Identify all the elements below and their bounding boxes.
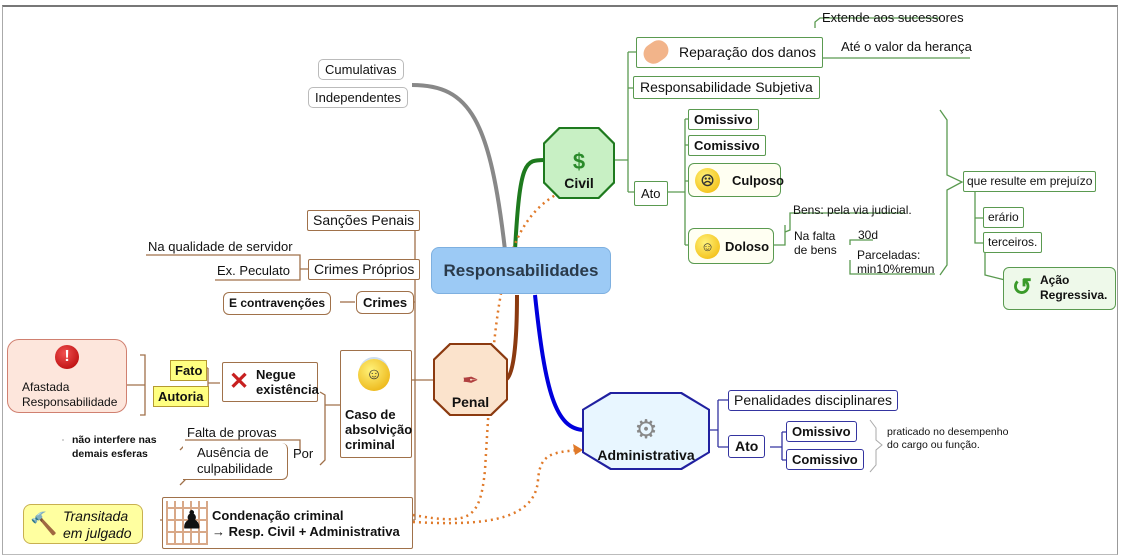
ausencia-line1: Ausência de — [197, 445, 269, 460]
leaf-ex-peculato: Ex. Peculato — [217, 263, 290, 278]
node-independentes[interactable]: Independentes — [308, 87, 409, 108]
node-sancoes-penais[interactable]: Sanções Penais — [307, 210, 421, 231]
leaf-bens-via-judicial: Bens: pela via judicial. — [793, 203, 912, 217]
central-topic-label: Responsabilidades — [443, 261, 599, 280]
leaf-ate-valor-heranca: Até o valor da herança — [841, 39, 972, 54]
acao-line1: Ação — [1040, 273, 1070, 287]
node-que-resulte-prejuizo[interactable]: que resulte em prejuízo — [963, 171, 1097, 192]
node-administrativa-label: Administrativa — [597, 447, 695, 463]
dotted-adm — [412, 448, 581, 525]
prisoner-bars-icon — [166, 501, 208, 545]
undo-arrow-icon: ↺ — [1012, 274, 1033, 301]
node-doloso-label: Doloso — [725, 239, 770, 254]
na-falta-line2: de bens — [794, 243, 837, 257]
absolvicao-line1: Caso de — [345, 407, 396, 422]
node-civil-inner[interactable]: $ Civil — [545, 129, 613, 197]
node-crimes[interactable]: Crimes — [356, 291, 415, 314]
node-fato[interactable]: Fato — [170, 360, 208, 381]
node-terceiros[interactable]: terceiros. — [983, 232, 1043, 253]
node-adm-ato[interactable]: Ato — [728, 435, 766, 458]
gavel-icon: 🔨 — [30, 511, 58, 536]
bandage-icon — [639, 36, 673, 68]
node-reparacao-label: Reparação dos danos — [679, 44, 816, 60]
transitada-line1: Transitada — [63, 508, 129, 524]
branch-independence — [411, 83, 507, 251]
leaf-falta-provas: Falta de provas — [187, 425, 277, 440]
condenacao-line1: Condenação criminal — [212, 508, 344, 523]
node-adm-comissivo[interactable]: Comissivo — [786, 449, 864, 470]
node-doloso[interactable]: ☺ Doloso — [688, 228, 774, 264]
node-penalidades-disciplinares[interactable]: Penalidades disciplinares — [728, 390, 898, 411]
leaf-parceladas: Parceladas:min10%remun — [857, 248, 934, 276]
negue-line1: Negue — [256, 367, 296, 382]
sad-face-icon: ☹ — [695, 168, 720, 193]
node-responsabilidade-subjetiva[interactable]: Responsabilidade Subjetiva — [633, 76, 820, 99]
alert-icon: ! — [55, 345, 79, 369]
negue-line2: existência — [256, 382, 319, 397]
na-falta-line1: Na falta — [794, 229, 836, 243]
node-penal-inner[interactable]: ✒ Penal — [435, 345, 506, 414]
praticado-line1: praticado no desempenho — [887, 426, 1009, 438]
ausencia-line2: culpabilidade — [197, 461, 273, 476]
praticado-line2: do cargo ou função. — [887, 439, 980, 451]
node-erario[interactable]: erário — [983, 207, 1024, 228]
acao-line2: Regressiva. — [1040, 288, 1108, 302]
absolvicao-line2: absolvição — [345, 422, 413, 437]
afastada-line2: Responsabilidade — [22, 395, 118, 409]
node-civil-comissivo[interactable]: Comissivo — [688, 135, 766, 156]
node-civil-ato[interactable]: Ato — [634, 181, 668, 206]
node-autoria[interactable]: Autoria — [153, 386, 209, 407]
leaf-na-qualidade-servidor: Na qualidade de servidor — [148, 239, 293, 254]
arrow-adm — [573, 444, 583, 455]
node-condenacao-criminal[interactable]: ♟ Condenação criminal→ Resp. Civil + Adm… — [162, 497, 413, 549]
node-administrativa-inner[interactable]: ⚙ Administrativa — [584, 394, 708, 468]
nao-interfere-line2: demais esferas — [72, 448, 148, 460]
feather-icon: ✒ — [462, 370, 479, 392]
parceladas-line2: min10%remun — [857, 262, 935, 276]
handshake-money-icon: $ — [572, 149, 586, 174]
dotted-civil — [412, 188, 566, 521]
gear-figure-icon: ⚙ — [634, 414, 658, 444]
absolvicao-line3: criminal — [345, 437, 395, 452]
leaf-extende-sucessores: Extende aos sucessores — [822, 10, 964, 25]
prisoner-figure-icon: ♟ — [181, 507, 203, 534]
node-cumulativas[interactable]: Cumulativas — [318, 59, 404, 80]
angel-face-icon: ☺ — [358, 359, 390, 391]
branch-administrativa — [533, 294, 586, 432]
node-contravencoes[interactable]: E contravenções — [223, 292, 332, 315]
node-culposo-label: Culposo — [732, 173, 784, 188]
afastada-line1: Afastada — [22, 380, 70, 394]
node-civil-omissivo[interactable]: Omissivo — [688, 109, 759, 130]
leaf-30d: 30d — [858, 228, 879, 242]
grin-face-icon: ☺ — [695, 234, 720, 259]
parceladas-line1: Parceladas: — [857, 248, 921, 262]
condenacao-line2: → Resp. Civil + Administrativa — [212, 524, 400, 539]
canvas-frame — [2, 5, 1118, 555]
x-mark-icon: ✕ — [229, 368, 250, 395]
node-adm-omissivo[interactable]: Omissivo — [786, 421, 857, 442]
transitada-line2: em julgado — [63, 525, 132, 541]
nao-interfere-line1: não interfere nas — [72, 434, 157, 446]
leaf-nao-interfere: não interfere nas demais esferas — [72, 433, 157, 461]
branch-civil — [513, 158, 546, 251]
node-civil-label: Civil — [564, 175, 594, 191]
node-crimes-proprios[interactable]: Crimes Próprios — [308, 259, 421, 280]
central-topic[interactable]: Responsabilidades — [431, 247, 611, 294]
leaf-por: Por — [293, 446, 314, 461]
node-culposo[interactable]: ☹ Culposo — [688, 163, 784, 197]
node-reparacao[interactable]: Reparação dos danos — [636, 36, 823, 68]
node-penal-label: Penal — [451, 394, 490, 410]
